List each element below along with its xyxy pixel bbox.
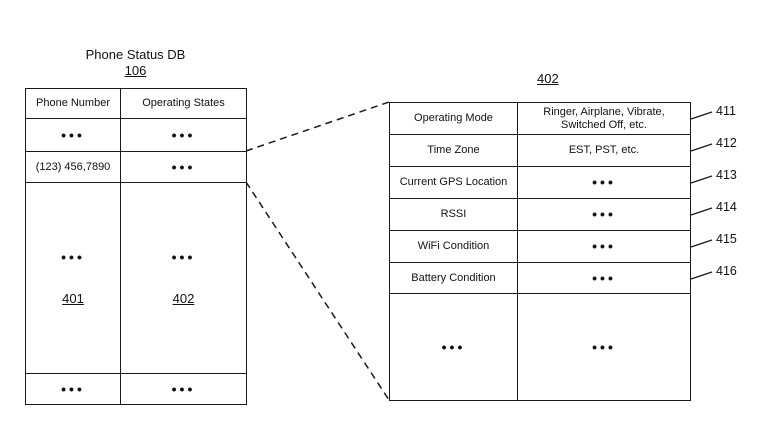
leader-line-411 [690,111,713,120]
ellipsis-cell: ••• [120,118,247,152]
ellipsis: ••• [171,249,196,265]
detail-row-wifi-condition: WiFi Condition ••• [389,230,691,263]
detail-row-time-zone: Time Zone EST, PST, etc. [389,134,691,167]
detail-row-more: ••• ••• [389,293,691,401]
detail-row-battery-condition: Battery Condition ••• [389,262,691,294]
table-row: ••• 401 ••• 402 [25,182,247,374]
column-401-cell: ••• 401 [25,182,121,374]
callout-416: 416 [716,264,737,278]
row-label: Operating Mode [389,102,518,135]
row-value: ••• [517,262,691,294]
phone-number-cell: (123) 456,7890 [25,151,121,183]
header-phone-number: Phone Number [25,88,121,119]
db-ref-number: 106 [124,63,147,78]
callout-412: 412 [716,136,737,150]
row-value: Ringer, Airplane, Vibrate, Switched Off,… [517,102,691,135]
column-ref-402: 402 [172,291,195,306]
leader-line-416 [690,271,713,280]
table-row: (123) 456,7890 ••• [25,151,247,183]
callout-413: 413 [716,168,737,182]
zoom-connector-top [245,101,390,152]
db-title: Phone Status DB [85,47,186,62]
detail-row-rssi: RSSI ••• [389,198,691,231]
row-label: ••• [389,293,518,401]
row-label: WiFi Condition [389,230,518,263]
column-ref-401: 401 [62,291,84,306]
leader-line-415 [690,239,713,248]
leader-line-414 [690,207,713,216]
ellipsis: ••• [61,249,85,265]
table-row: ••• ••• [25,373,247,405]
ellipsis-cell: ••• [25,373,121,405]
callout-411: 411 [716,104,736,118]
zoom-connector-bottom [245,181,390,401]
detail-row-operating-mode: Operating Mode Ringer, Airplane, Vibrate… [389,102,691,135]
table-row: ••• ••• [25,118,247,152]
leader-line-413 [690,175,713,184]
callout-415: 415 [716,232,737,246]
row-label: Battery Condition [389,262,518,294]
ellipsis-cell: ••• [120,373,247,405]
column-402-cell: ••• 402 [120,182,247,374]
operating-states-detail-table: Operating Mode Ringer, Airplane, Vibrate… [389,102,691,401]
leader-line-412 [690,143,713,152]
row-label: RSSI [389,198,518,231]
callout-414: 414 [716,200,737,214]
detail-ref-number: 402 [537,71,559,86]
phone-status-table: Phone Number Operating States ••• ••• (1… [25,88,247,405]
row-value: ••• [517,293,691,401]
row-value: ••• [517,166,691,199]
row-value: ••• [517,198,691,231]
ellipsis-cell: ••• [120,151,247,183]
